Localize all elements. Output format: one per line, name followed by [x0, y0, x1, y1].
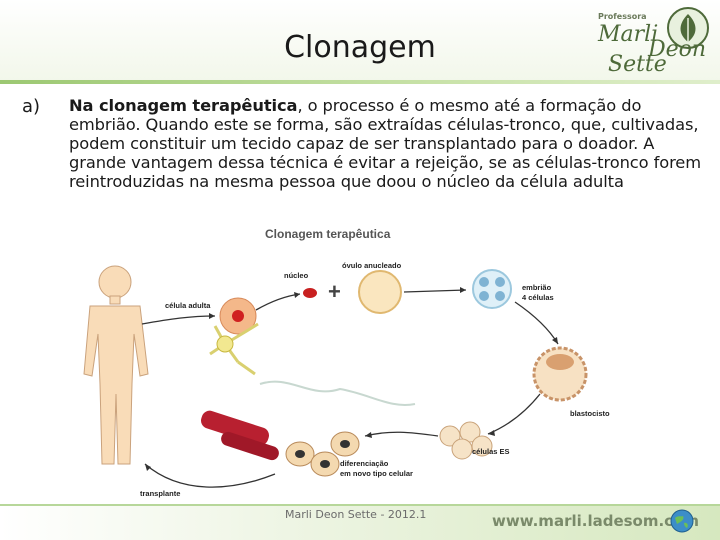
muscle-fiber-icon — [199, 409, 281, 462]
label-celula-adulta: célula adulta — [165, 301, 211, 310]
label-transplante: transplante — [140, 489, 180, 498]
globe-icon — [669, 508, 695, 534]
logo-caption: Professora — [598, 12, 647, 21]
header-divider — [0, 80, 720, 84]
label-embriao: embrião — [522, 283, 552, 292]
process-arrows — [142, 290, 558, 487]
logo-name-3: Sette — [608, 52, 667, 77]
nucleus-icon — [303, 288, 317, 298]
diagram-title: Clonagem terapêutica — [265, 227, 391, 241]
enucleated-egg-icon — [359, 271, 401, 313]
footer-credit: Marli Deon Sette - 2012.1 — [285, 508, 426, 521]
label-ovulo: óvulo anucleado — [342, 261, 402, 270]
label-blastocisto: blastocisto — [570, 409, 610, 418]
bold-lead: Na clonagem terapêutica — [69, 96, 297, 115]
footer-site-link[interactable]: www.marli.ladesom.com — [492, 512, 699, 530]
body-paragraph: Na clonagem terapêutica, o processo é o … — [69, 96, 705, 191]
label-embriao-sub: 4 células — [522, 293, 554, 302]
embryo-icon — [473, 270, 511, 308]
cloning-diagram: Clonagem terapêutica célula adulta núcle… — [70, 224, 645, 506]
author-logo: Professora Marli Deon Sette — [588, 4, 718, 80]
label-nucleo: núcleo — [284, 271, 309, 280]
label-diferenciacao: diferenciação — [340, 459, 389, 468]
label-diferenciacao-sub: em novo tipo celular — [340, 469, 413, 478]
label-celulas-es: células ES — [472, 447, 510, 456]
neuron-cell-icon — [210, 324, 415, 405]
human-figure-icon — [84, 266, 148, 464]
plus-icon: + — [328, 279, 341, 304]
list-marker: a) — [22, 96, 40, 117]
blastocyst-icon — [534, 348, 586, 400]
